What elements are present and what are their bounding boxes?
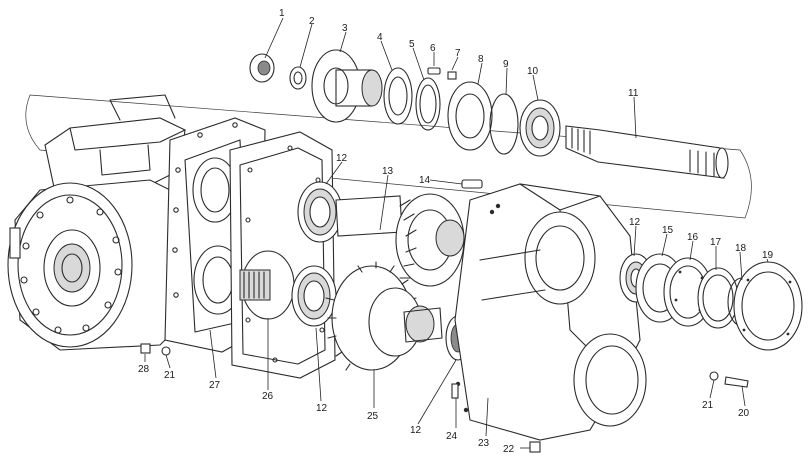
callout-1: 1	[279, 8, 285, 19]
callout-10: 10	[527, 66, 539, 77]
callout-12-right: 12	[629, 217, 641, 228]
washer-2	[289, 66, 307, 90]
callout-9: 9	[503, 59, 509, 70]
center-housing-23	[454, 183, 647, 441]
callout-5: 5	[409, 39, 415, 50]
callout-6: 6	[430, 43, 436, 54]
shaft-11	[565, 125, 729, 179]
callout-11: 11	[628, 88, 639, 99]
callout-12-lower-left: 12	[316, 403, 328, 414]
callout-18: 18	[735, 243, 747, 254]
callout-13: 13	[382, 166, 394, 177]
callout-12-lower-mid: 12	[410, 425, 422, 436]
bolt-20	[724, 376, 749, 388]
seal-4	[383, 67, 413, 125]
ring-9	[489, 93, 519, 155]
leader-lines	[144, 17, 769, 449]
callout-3: 3	[342, 23, 348, 34]
axis-envelope	[25, 94, 752, 219]
cap-8	[447, 81, 493, 151]
flange-3	[311, 49, 383, 123]
output-stub	[239, 250, 295, 320]
callout-4: 4	[377, 32, 383, 43]
callout-25: 25	[367, 411, 379, 422]
callout-15: 15	[662, 225, 674, 236]
callout-26: 26	[262, 391, 274, 402]
callout-28: 28	[138, 364, 150, 375]
callout-21-left: 21	[164, 370, 176, 381]
flange-bolt-holes	[20, 196, 122, 334]
gear-shaft-13	[335, 193, 465, 287]
callout-20: 20	[738, 408, 750, 419]
bolt-6	[427, 67, 441, 75]
main-housing-left	[7, 94, 196, 351]
callout-8: 8	[478, 54, 484, 65]
gear-25	[325, 261, 443, 371]
end-cover-19	[733, 261, 803, 351]
callout-21-right: 21	[702, 400, 714, 411]
drain-plug-22	[529, 441, 541, 453]
callout-17: 17	[710, 237, 722, 248]
callout-27: 27	[209, 380, 221, 391]
callout-22: 22	[503, 444, 515, 455]
bearing-12-lower-left	[291, 265, 337, 327]
callout-19: 19	[762, 250, 774, 261]
callout-14: 14	[419, 175, 431, 186]
bearing-10	[519, 99, 561, 157]
callout-16: 16	[687, 232, 699, 243]
pin-14	[461, 179, 483, 189]
callout-23: 23	[478, 438, 490, 449]
washer-21-right	[709, 371, 719, 381]
gasket-26	[229, 131, 336, 379]
callout-labels: 1 2 3 4 5 6 7 8 9 10 11 12 12 12 12 13 1…	[138, 8, 774, 455]
plug-28	[140, 343, 151, 354]
ring-5	[415, 77, 441, 131]
nut-1	[249, 53, 275, 83]
bearing-12-upper-left	[297, 181, 343, 243]
nut-7	[447, 71, 457, 80]
callout-7: 7	[455, 48, 461, 59]
callout-2: 2	[309, 16, 315, 27]
callout-24: 24	[446, 431, 458, 442]
bolt-24	[451, 383, 459, 399]
callout-12-upper-left: 12	[336, 153, 348, 164]
washer-21-left	[161, 346, 171, 356]
